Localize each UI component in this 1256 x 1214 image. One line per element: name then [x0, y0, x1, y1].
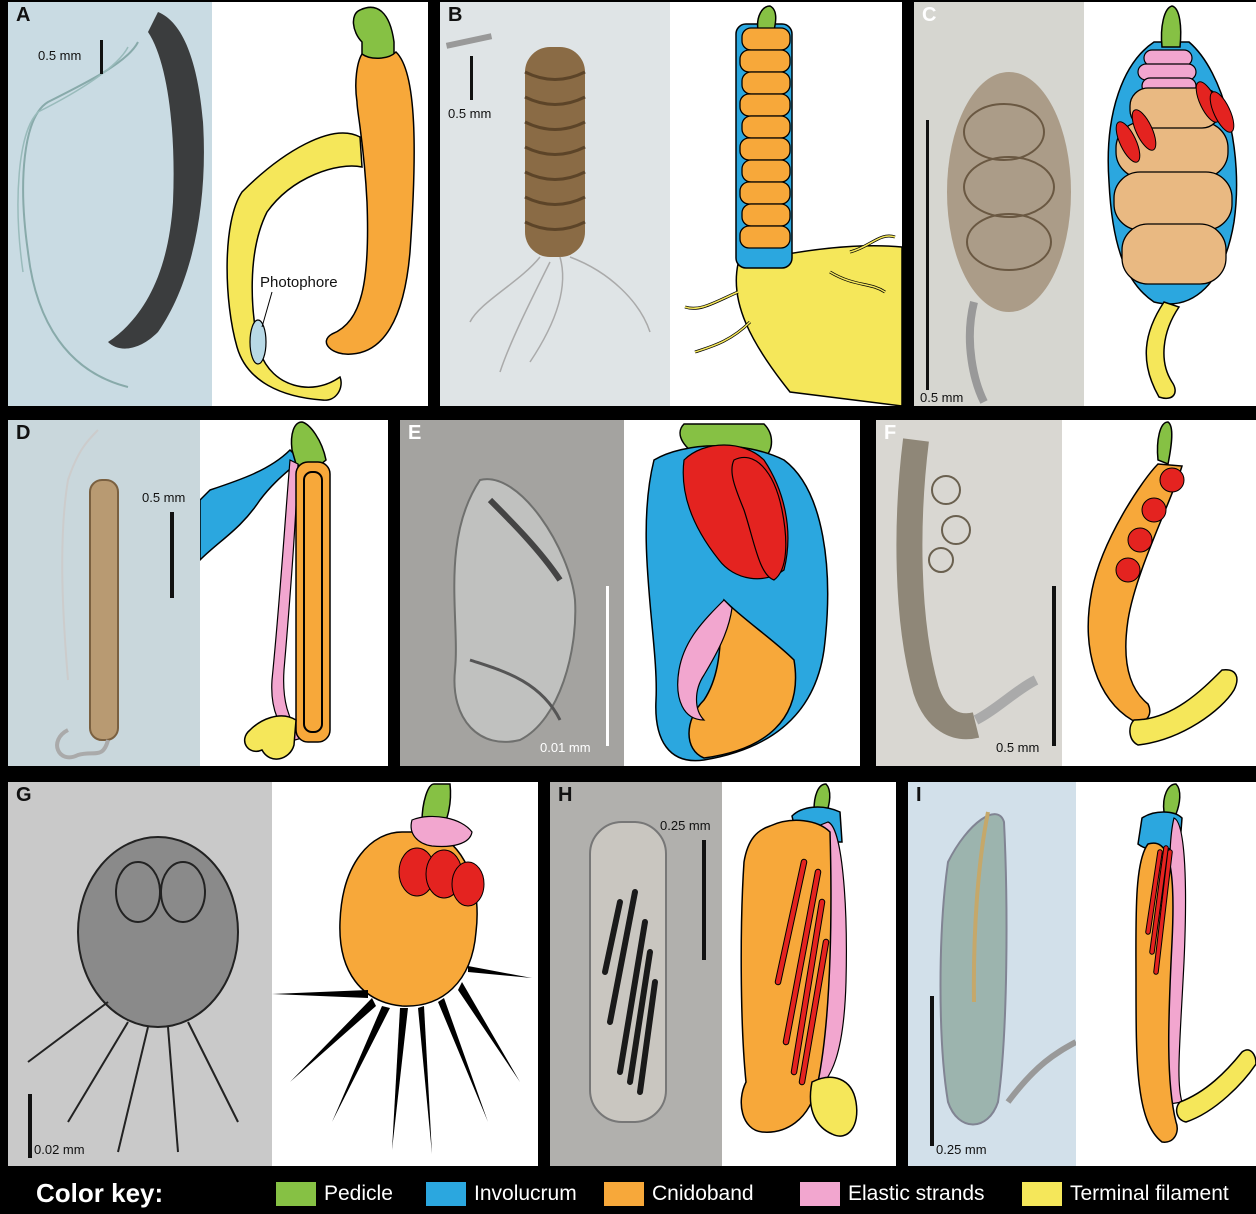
panel-b-scale-label: 0.5 mm: [448, 106, 491, 121]
panel-a-scale-bar: [100, 40, 103, 74]
panel-e-photo-specimen: [400, 420, 624, 766]
panel-d-scale-bar: [170, 512, 174, 598]
panel-a-scale-label: 0.5 mm: [38, 48, 81, 63]
panel-e-photo: [400, 420, 624, 766]
panel-i-siphonophore-diagram: [1076, 782, 1256, 1166]
panel-c-scale-label: 0.5 mm: [920, 390, 963, 405]
panel-b-drawing: [670, 2, 902, 406]
panel-g: G 0.02 mm: [8, 782, 538, 1166]
color-key-title: Color key:: [36, 1178, 163, 1209]
panel-b-photo: [440, 2, 670, 406]
panel-c-photo: [914, 2, 1084, 406]
panel-c-scale-bar: [926, 120, 929, 390]
key-item-involucrum: Involucrum: [426, 1182, 577, 1206]
panel-f: F 0.5 mm: [876, 420, 1256, 766]
panel-c: C 0.5 mm: [914, 2, 1256, 406]
panel-e-scale-label: 0.01 mm: [540, 740, 591, 755]
photophore-annotation: Photophore: [260, 274, 338, 291]
panel-h-scale-label: 0.25 mm: [660, 818, 711, 833]
panel-c-photo-specimen: [914, 2, 1084, 406]
panel-a-drawing: Photophore: [212, 2, 428, 406]
panel-e-drawing: [624, 420, 860, 766]
panel-label-g: G: [16, 784, 32, 807]
panel-b-scale-bar: [470, 56, 473, 100]
panel-h-drawing: [722, 782, 896, 1166]
panel-b-photo-specimen: [440, 2, 670, 406]
panel-i-scale-label: 0.25 mm: [936, 1142, 987, 1157]
panel-e-scale-bar: [606, 586, 609, 746]
cnidoband-swatch: [604, 1182, 644, 1206]
panel-g-photo-specimen: [8, 782, 272, 1166]
panel-label-a: A: [16, 4, 30, 27]
panel-label-d: D: [16, 422, 30, 445]
terminal-filament-swatch: [1022, 1182, 1062, 1206]
panel-g-scale-label: 0.02 mm: [34, 1142, 85, 1157]
panel-e-siphonophore-diagram: [624, 420, 860, 766]
panel-f-photo-specimen: [876, 420, 1062, 766]
panel-f-siphonophore-diagram: [1062, 420, 1256, 766]
key-label-pedicle: Pedicle: [324, 1182, 393, 1206]
panel-label-i: I: [916, 784, 922, 807]
panel-label-h: H: [558, 784, 572, 807]
panel-a: Photophore A 0.5 mm: [8, 2, 428, 406]
panel-f-scale-bar: [1052, 586, 1056, 746]
color-key: Color key: Pedicle Involucrum Cnidoband …: [0, 1170, 1256, 1214]
panel-e: E 0.01 mm: [400, 420, 860, 766]
involucrum-swatch: [426, 1182, 466, 1206]
panel-b: B 0.5 mm: [440, 2, 902, 406]
panel-g-siphonophore-diagram: [272, 782, 538, 1166]
panel-d-siphonophore-diagram: [200, 420, 388, 766]
panel-label-b: B: [448, 4, 462, 27]
panel-h-siphonophore-diagram: [722, 782, 896, 1166]
panel-h: H 0.25 mm: [550, 782, 896, 1166]
panel-label-f: F: [884, 422, 896, 445]
panel-c-drawing: [1084, 2, 1256, 406]
panel-h-scale-bar: [702, 840, 706, 960]
panel-label-c: C: [922, 4, 936, 27]
key-item-pedicle: Pedicle: [276, 1182, 393, 1206]
key-item-cnidoband: Cnidoband: [604, 1182, 754, 1206]
panel-d: D 0.5 mm: [8, 420, 388, 766]
panel-i: I 0.25 mm: [908, 782, 1256, 1166]
panel-g-drawing: [272, 782, 538, 1166]
key-label-terminal-filament: Terminal filament: [1070, 1182, 1229, 1206]
panel-f-scale-label: 0.5 mm: [996, 740, 1039, 755]
key-label-cnidoband: Cnidoband: [652, 1182, 754, 1206]
key-label-elastic-strands: Elastic strands: [848, 1182, 985, 1206]
pedicle-swatch: [276, 1182, 316, 1206]
key-item-elastic-strands: Elastic strands: [800, 1182, 985, 1206]
elastic-strands-swatch: [800, 1182, 840, 1206]
panel-i-scale-bar: [930, 996, 934, 1146]
panel-d-drawing: [200, 420, 388, 766]
panel-g-photo: [8, 782, 272, 1166]
panel-c-siphonophore-diagram: [1084, 2, 1256, 406]
panel-f-drawing: [1062, 420, 1256, 766]
panel-i-drawing: [1076, 782, 1256, 1166]
panel-g-scale-bar: [28, 1094, 32, 1158]
panel-b-siphonophore-diagram: [670, 2, 902, 406]
panel-f-photo: [876, 420, 1062, 766]
key-item-terminal-filament: Terminal filament: [1022, 1182, 1229, 1206]
panel-h-photo: [550, 782, 722, 1166]
panel-h-photo-specimen: [550, 782, 722, 1166]
key-label-involucrum: Involucrum: [474, 1182, 577, 1206]
panel-a-siphonophore-diagram: [212, 2, 428, 406]
panel-label-e: E: [408, 422, 421, 445]
panel-d-scale-label: 0.5 mm: [142, 490, 185, 505]
